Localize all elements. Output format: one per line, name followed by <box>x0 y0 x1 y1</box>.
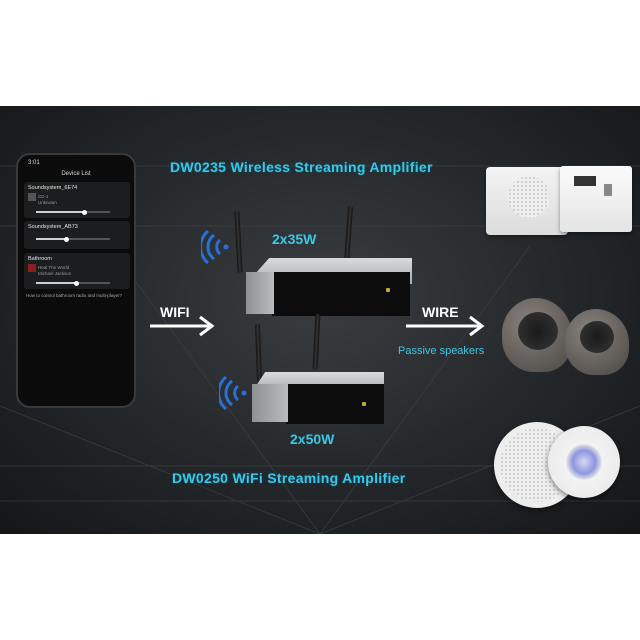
device-card-1: Soundsystem_6E74 CD-1 Unknown <box>24 182 130 218</box>
device-name-3: Bathroom <box>28 256 52 262</box>
device-name-2: Soundsystem_AB73 <box>28 224 78 230</box>
track-3: Heal The World <box>38 265 70 270</box>
wifi-signal-icon <box>201 230 229 264</box>
rock-speaker-left <box>502 298 572 372</box>
wall-speaker-back <box>560 166 632 232</box>
artist-1: Unknown <box>38 200 57 205</box>
device-card-2: Soundsystem_AB73 <box>24 221 130 249</box>
album-thumb-1 <box>28 193 36 201</box>
antenna-right <box>343 205 354 265</box>
phone-help-text: How to control bathroom radio and multi-… <box>26 293 123 298</box>
wifi-signal-icon <box>219 376 247 410</box>
wire-arrow-icon <box>406 315 485 337</box>
artist-3: Michael Jackson <box>38 271 72 276</box>
antenna-right <box>312 313 321 371</box>
status-led <box>362 402 366 406</box>
top-amp-power: 2x35W <box>272 231 317 247</box>
volume-slider-3 <box>36 280 110 286</box>
phone-status-time: 3:01 <box>28 160 40 166</box>
antenna-left <box>254 323 263 383</box>
product-banner: DW0235 Wireless Streaming Amplifier DW02… <box>0 106 640 534</box>
bottom-amp-power: 2x50W <box>290 431 335 447</box>
volume-slider-2 <box>36 236 110 242</box>
device-name-1: Soundsystem_6E74 <box>28 185 78 191</box>
dw0250-amplifier <box>248 313 390 426</box>
bottom-product-title: DW0250 WiFi Streaming Amplifier <box>172 470 406 486</box>
volume-slider-1 <box>36 209 110 215</box>
dw0235-amplifier <box>234 205 416 318</box>
ceiling-speaker-back <box>548 426 620 498</box>
passive-speakers-label: Passive speakers <box>398 345 485 357</box>
smartphone-app: 3:01 Device List Soundsystem_6E74 CD-1 U… <box>16 153 136 408</box>
antenna-left <box>234 210 243 274</box>
rock-speaker-right <box>565 309 629 375</box>
status-led <box>386 288 390 292</box>
track-1: CD-1 <box>38 194 49 199</box>
wall-speaker-front <box>486 167 568 235</box>
album-thumb-3 <box>28 264 36 272</box>
top-product-title: DW0235 Wireless Streaming Amplifier <box>170 159 433 175</box>
device-card-3: Bathroom Heal The World Michael Jackson <box>24 253 130 289</box>
wire-label: WIRE <box>422 304 459 320</box>
wifi-label: WIFI <box>160 304 190 320</box>
phone-header: Device List <box>61 171 91 177</box>
wifi-arrow-icon <box>150 315 215 337</box>
